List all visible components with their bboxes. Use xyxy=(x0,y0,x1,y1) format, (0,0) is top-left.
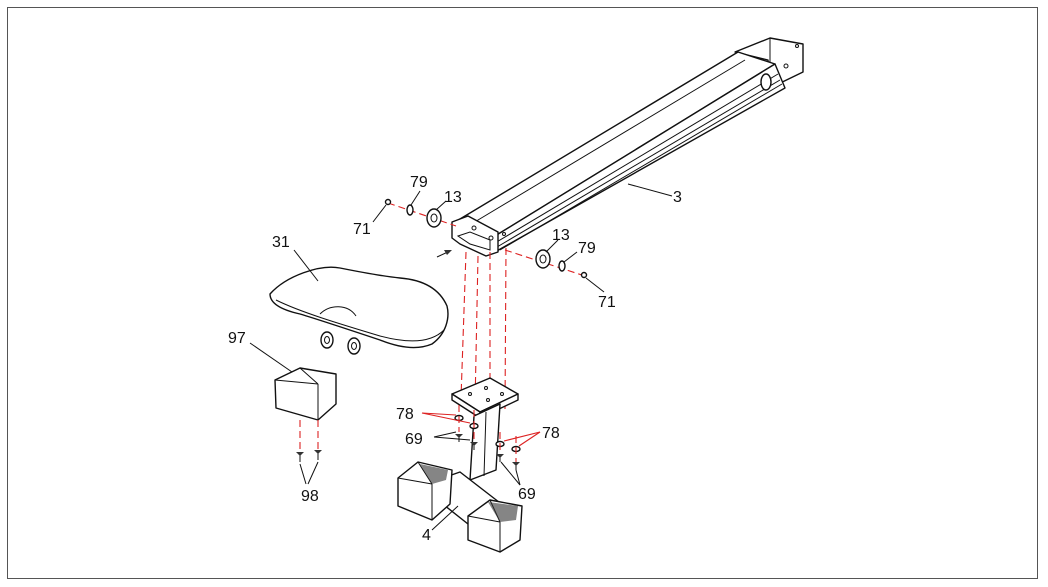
label-part-71-right: 71 xyxy=(598,294,616,311)
front-stand-part-4 xyxy=(397,377,523,553)
label-part-13-left: 13 xyxy=(444,189,462,206)
leader-lines xyxy=(249,183,673,531)
rail-beam-part-3 xyxy=(436,37,804,258)
label-part-98: 98 xyxy=(301,488,319,505)
label-part-13-right: 13 xyxy=(552,227,570,244)
seat-part-31 xyxy=(269,266,449,355)
label-part-31: 31 xyxy=(272,234,290,251)
label-part-71-left: 71 xyxy=(353,221,371,238)
stop-block-part-97 xyxy=(274,367,337,462)
label-part-79-left: 79 xyxy=(410,174,428,191)
part-labels: 3 4 13 13 31 69 69 71 71 78 78 79 79 97 … xyxy=(228,174,682,544)
diagram-frame xyxy=(7,7,1038,579)
label-part-78-left: 78 xyxy=(396,406,414,423)
label-part-79-right: 79 xyxy=(578,240,596,257)
label-part-78-right: 78 xyxy=(542,425,560,442)
label-part-97: 97 xyxy=(228,330,246,347)
left-wheel-hardware xyxy=(384,198,457,228)
right-wheel-hardware xyxy=(504,249,588,279)
label-part-4: 4 xyxy=(422,527,431,544)
label-part-69-left: 69 xyxy=(405,431,423,448)
label-part-3: 3 xyxy=(673,189,682,206)
label-part-69-right: 69 xyxy=(518,486,536,503)
